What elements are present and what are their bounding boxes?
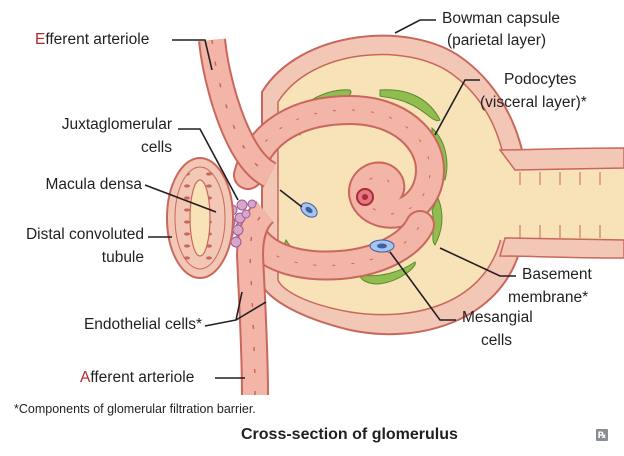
basement-membrane-sublabel: membrane* xyxy=(508,288,588,308)
distal-tubule xyxy=(167,158,233,278)
juxtaglomerular-sublabel: cells xyxy=(38,138,172,158)
efferent-arteriole-label: Efferent arteriole xyxy=(35,30,149,50)
macula-densa-label: Macula densa xyxy=(22,175,142,195)
efferent-label-rest: fferent arteriole xyxy=(45,31,149,48)
podocytes-label: Podocytes xyxy=(504,70,576,90)
proximal-tubule xyxy=(500,148,624,258)
juxtaglomerular-label: Juxtaglomerular xyxy=(38,115,172,135)
footnote: *Components of glomerular filtration bar… xyxy=(14,402,256,416)
podocytes-sublabel: (visceral layer)* xyxy=(480,93,587,113)
distal-tubule-label: Distal convoluted xyxy=(2,225,144,245)
basement-membrane-label: Basement xyxy=(522,265,592,285)
bowman-capsule-label: Bowman capsule xyxy=(442,9,560,29)
afferent-arteriole-label: Afferent arteriole xyxy=(80,368,194,388)
distal-tubule-sublabel: tubule xyxy=(2,248,144,268)
afferent-initial: A xyxy=(80,369,90,386)
diagram-title: Cross-section of glomerulus xyxy=(241,426,458,444)
efferent-initial: E xyxy=(35,31,45,48)
mesangial-cells-label: Mesangial xyxy=(462,308,533,328)
afferent-label-rest: fferent arteriole xyxy=(90,369,194,386)
endothelial-cells-label: Endothelial cells* xyxy=(30,315,202,335)
bowman-capsule-sublabel: (parietal layer) xyxy=(447,31,546,51)
mesangial-cells-sublabel: cells xyxy=(481,331,512,351)
rx-badge-icon: ℞ xyxy=(596,429,608,441)
